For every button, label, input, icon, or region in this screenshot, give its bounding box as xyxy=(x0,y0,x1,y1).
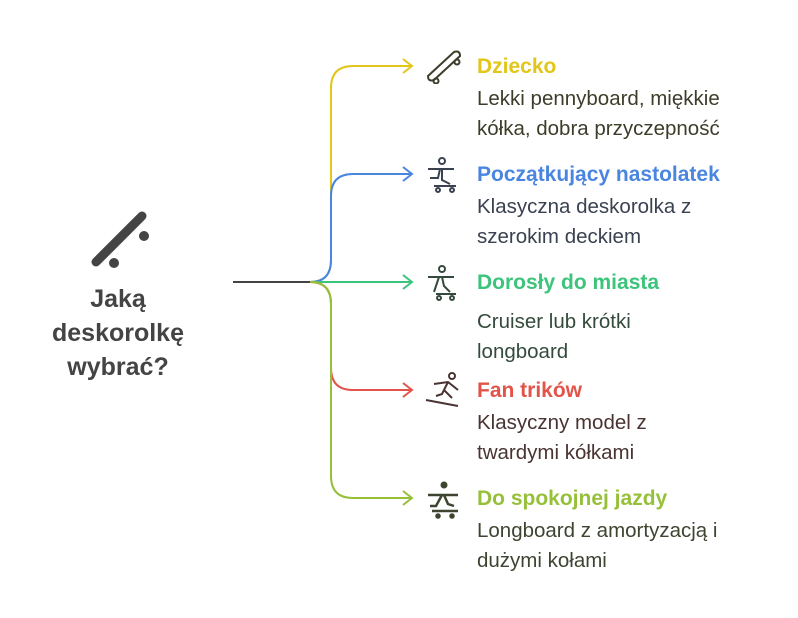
skater-cruise-icon xyxy=(428,481,458,519)
option-title: Dziecko xyxy=(477,55,557,78)
skateboard-icon xyxy=(426,50,462,84)
option-do-spokojnej-jazdy: Do spokojnej jazdy Longboard z amortyzac… xyxy=(477,485,777,576)
skateboard-icon xyxy=(91,211,149,268)
skater-city-icon xyxy=(428,265,456,301)
option-dziecko: Dziecko Lekki pennyboard, miękkie kółka,… xyxy=(477,53,777,144)
option-title: Dorosły do miasta xyxy=(477,271,660,294)
option-title: Fan trików xyxy=(477,379,583,402)
option-description: Longboard z amortyzacją i dużymi kołami xyxy=(477,519,718,572)
option-description: Klasyczna deskorolka z szerokim deckiem xyxy=(477,195,692,248)
central-question: Jaką deskorolkę wybrać? xyxy=(51,285,184,381)
option-title: Do spokojnej jazdy xyxy=(477,487,668,510)
option-fan-trikow: Fan trików Klasyczny model z twardymi kó… xyxy=(477,377,707,468)
option-title: Początkujący nastolatek xyxy=(477,163,720,186)
option-description: Klasyczny model z twardymi kółkami xyxy=(477,411,647,464)
skater-icon xyxy=(428,157,456,193)
option-description: Lekki pennyboard, miękkie kółka, dobra p… xyxy=(477,87,720,140)
option-description: Cruiser lub krótki longboard xyxy=(477,310,631,363)
option-poczatkujacy-nastolatek: Początkujący nastolatek Klasyczna deskor… xyxy=(477,161,767,252)
option-dorosly-do-miasta: Dorosły do miasta Cruiser lub krótki lon… xyxy=(477,269,697,367)
skater-trick-icon xyxy=(425,372,459,407)
